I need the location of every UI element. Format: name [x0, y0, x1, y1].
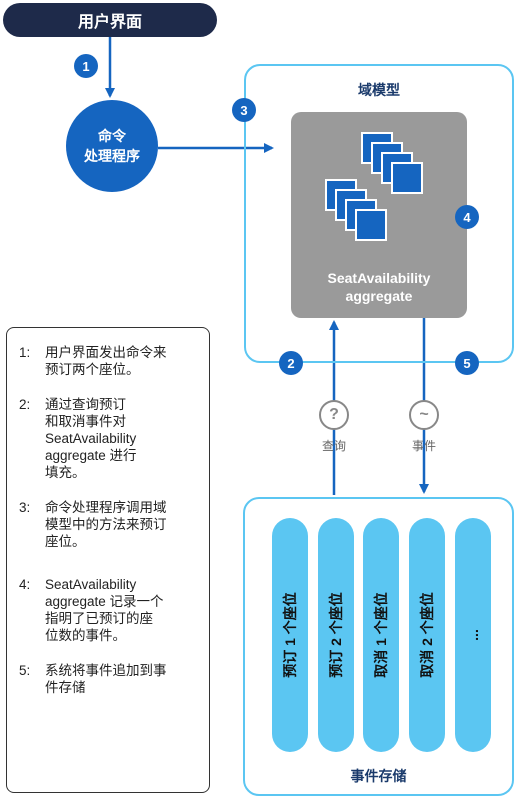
note-item: 4: SeatAvailability aggregate 记录一个 指明了已预… — [19, 577, 164, 643]
event-column-label: 取消 2 个座位 — [419, 592, 436, 678]
note-item: 5: 系统将事件追加到事 件存储 — [19, 663, 167, 695]
query-icon: ? — [319, 400, 349, 430]
aggregate-label-line1: SeatAvailability — [327, 270, 431, 286]
event-column-label: 取消 1 个座位 — [373, 592, 390, 678]
query-label: 查询 — [321, 439, 346, 453]
aggregate-label-line2: aggregate — [345, 288, 413, 304]
event-store-title: 事件存储 — [350, 768, 407, 784]
event-column — [272, 518, 308, 752]
event-column-label: 预订 1 个座位 — [282, 592, 299, 678]
step-badge-5: 5 — [455, 351, 479, 375]
event-column — [455, 518, 491, 752]
domain-model-title: 域模型 — [358, 82, 400, 98]
domain-model-frame — [244, 64, 514, 363]
step-badge-4: 4 — [455, 205, 479, 229]
command-handler-line1: 命令 — [98, 128, 126, 144]
step-badge-2: 2 — [279, 351, 303, 375]
event-column — [409, 518, 445, 752]
event-column — [363, 518, 399, 752]
command-handler-line2: 处理程序 — [84, 148, 140, 164]
note-item: 3: 命令处理程序调用域 模型中的方法来预订 座位。 — [19, 500, 167, 549]
event-icon: ~ — [409, 400, 439, 430]
step-badge-1: 1 — [74, 54, 98, 78]
aggregate-label: SeatAvailability aggregate — [291, 269, 467, 305]
notes-panel: 1: 用户界面发出命令来 预订两个座位。 2: 通过查询预订 和取消事件对 Se… — [6, 327, 210, 793]
aggregate-documents-icon — [325, 132, 423, 241]
note-item: 2: 通过查询预订 和取消事件对 SeatAvailability aggreg… — [19, 397, 137, 480]
ui-header-label: 用户界面 — [77, 14, 142, 31]
event-column-label: 预订 2 个座位 — [328, 592, 345, 678]
event-column-label: ... — [464, 629, 481, 641]
event-label: 事件 — [411, 439, 436, 453]
command-handler: 命令 处理程序 — [66, 100, 158, 192]
event-column — [318, 518, 354, 752]
note-item: 1: 用户界面发出命令来 预订两个座位。 — [19, 345, 167, 377]
event-store-frame — [243, 497, 514, 796]
step-badge-3: 3 — [232, 98, 256, 122]
ui-header: 用户界面 — [3, 3, 217, 37]
